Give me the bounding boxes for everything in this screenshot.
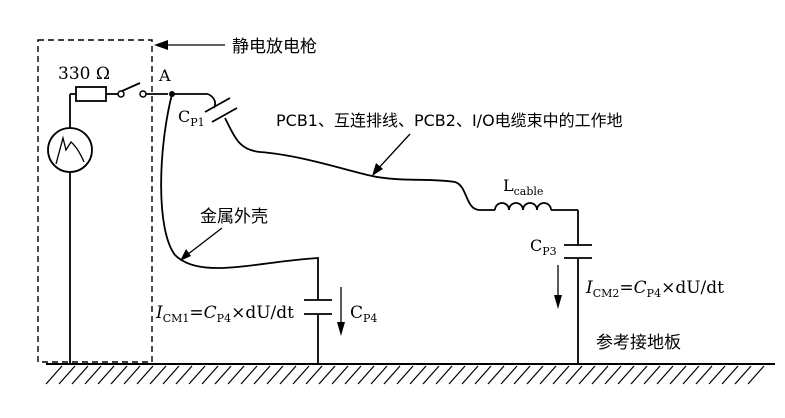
hatch-mark xyxy=(500,365,518,385)
hatch-mark xyxy=(578,365,596,385)
cp4-label: CP4 xyxy=(350,303,377,325)
hatch-mark xyxy=(136,365,154,385)
hatch-mark xyxy=(305,365,323,385)
hatch-mark xyxy=(487,365,505,385)
esd-gun-label: 静电放电枪 xyxy=(232,37,317,57)
node-a-label: A xyxy=(158,66,171,85)
esd-gun-enclosure xyxy=(37,39,153,363)
resistor-label: 330 Ω xyxy=(58,64,110,84)
hatch-mark xyxy=(110,365,128,385)
hatch-mark xyxy=(45,365,63,385)
ground-plane-hatching xyxy=(45,365,765,385)
hatch-mark xyxy=(669,365,687,385)
hatch-mark xyxy=(201,365,219,385)
hatch-mark xyxy=(318,365,336,385)
hatch-mark xyxy=(604,365,622,385)
hatch-mark xyxy=(682,365,700,385)
hatch-mark xyxy=(84,365,102,385)
hatch-mark xyxy=(435,365,453,385)
metal-case-pointer xyxy=(180,227,223,261)
hatch-mark xyxy=(396,365,414,385)
hatch-mark xyxy=(58,365,76,385)
cp3-label: CP3 xyxy=(530,236,557,258)
hatch-mark xyxy=(123,365,141,385)
hatch-mark xyxy=(526,365,544,385)
hatch-mark xyxy=(175,365,193,385)
hatch-mark xyxy=(617,365,635,385)
hatch-mark xyxy=(214,365,232,385)
hatch-mark xyxy=(149,365,167,385)
hatch-mark xyxy=(734,365,752,385)
hatch-mark xyxy=(253,365,271,385)
hatch-mark xyxy=(643,365,661,385)
lcable-label: Lcable xyxy=(503,176,543,198)
work-ground-label: PCB1、互连排线、PCB2、I/O电缆束中的工作地 xyxy=(276,111,623,130)
cp3-current-arrow xyxy=(554,265,562,309)
hatch-mark xyxy=(422,365,440,385)
icm2-formula: ICM2=CP4×dU/dt xyxy=(585,278,724,300)
hatch-mark xyxy=(656,365,674,385)
hatch-mark xyxy=(227,365,245,385)
hatch-mark xyxy=(383,365,401,385)
hatch-mark xyxy=(97,365,115,385)
hatch-mark xyxy=(71,365,89,385)
hatch-mark xyxy=(539,365,557,385)
hatch-mark xyxy=(448,365,466,385)
esd-source-symbol xyxy=(47,127,93,173)
switch-contact-left xyxy=(117,90,125,98)
cp4-capacitor xyxy=(304,299,332,315)
cp1-capacitor xyxy=(204,97,238,123)
hatch-mark xyxy=(565,365,583,385)
lcable-inductor xyxy=(494,202,579,245)
hatch-mark xyxy=(513,365,531,385)
hatch-mark xyxy=(266,365,284,385)
hatch-mark xyxy=(292,365,310,385)
icm1-formula: ICM1=CP4×dU/dt xyxy=(155,303,294,325)
cp1-label: CP1 xyxy=(178,107,205,129)
hatch-mark xyxy=(279,365,297,385)
hatch-mark xyxy=(162,365,180,385)
hatch-mark xyxy=(331,365,349,385)
metal-case-wire xyxy=(160,93,319,300)
resistor-symbol xyxy=(75,86,107,102)
hatch-mark xyxy=(695,365,713,385)
hatch-mark xyxy=(474,365,492,385)
cp4-current-arrow xyxy=(337,287,345,336)
reference-plane-label: 参考接地板 xyxy=(596,333,681,353)
work-ground-wire xyxy=(224,117,495,211)
hatch-mark xyxy=(370,365,388,385)
hatch-mark xyxy=(240,365,258,385)
esd-gun-circuit xyxy=(47,82,168,364)
hatch-mark xyxy=(461,365,479,385)
switch-contact-right xyxy=(139,90,147,98)
work-ground-pointer xyxy=(372,133,411,176)
hatch-mark xyxy=(188,365,206,385)
cp3-capacitor xyxy=(564,244,592,259)
hatch-mark xyxy=(357,365,375,385)
hatch-mark xyxy=(344,365,362,385)
hatch-mark xyxy=(409,365,427,385)
hatch-mark xyxy=(630,365,648,385)
hatch-mark xyxy=(552,365,570,385)
esd-gun-pointer-arrow xyxy=(154,40,225,50)
hatch-mark xyxy=(708,365,726,385)
hatch-mark xyxy=(721,365,739,385)
hatch-mark xyxy=(591,365,609,385)
metal-case-label: 金属外壳 xyxy=(200,207,268,227)
switch-blade xyxy=(121,82,141,92)
hatch-mark xyxy=(747,365,765,385)
